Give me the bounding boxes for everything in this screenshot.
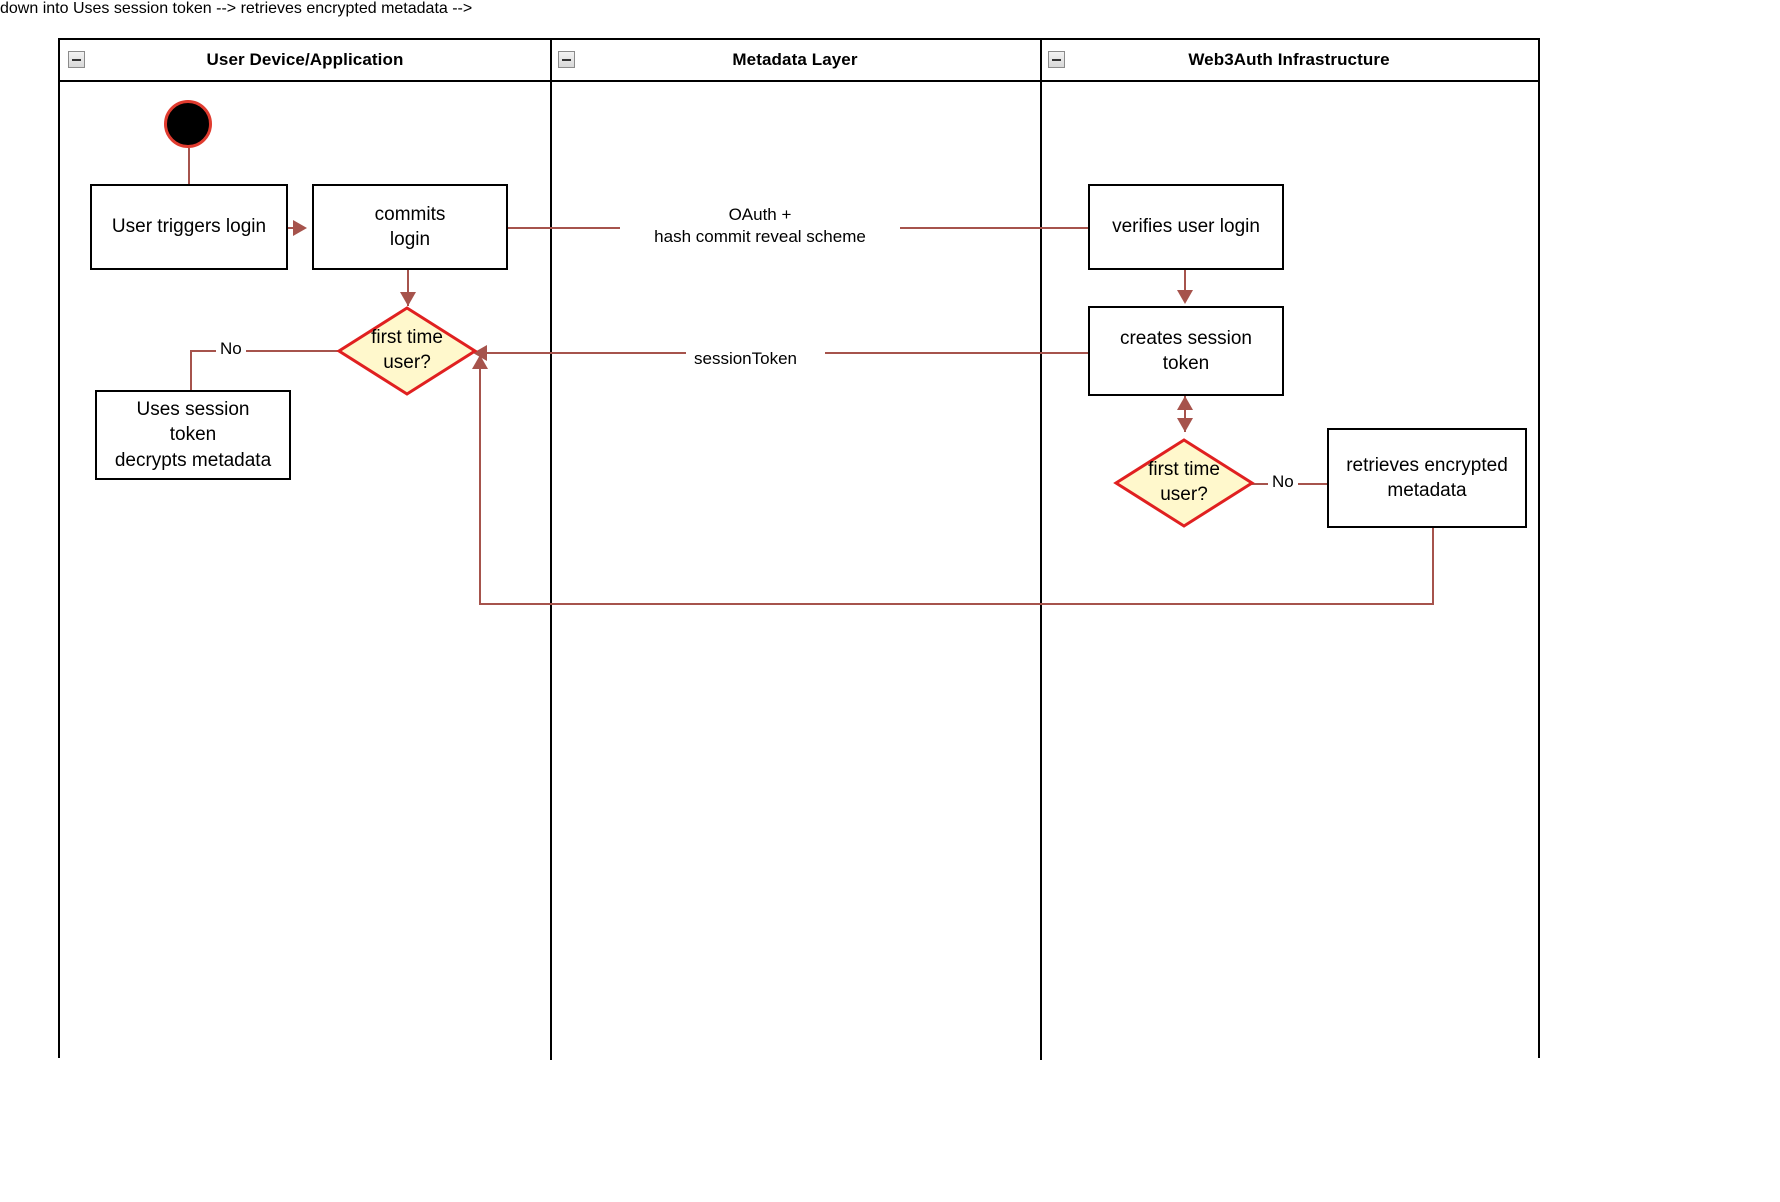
activity-label-line2: token (169, 424, 217, 446)
edge-label-no-left: No (216, 338, 246, 361)
arrowhead-down (1177, 290, 1193, 304)
lane-title-web3auth: Web3Auth Infrastructure (1188, 50, 1390, 69)
activity-label-line1: creates session (1119, 327, 1252, 349)
edge-commits-to-verify-left (508, 227, 636, 229)
activity-label-line1: commits (374, 203, 446, 225)
activity-label-line1: retrieves encrypted (1346, 454, 1508, 476)
edge-decision-no-vertical (190, 350, 192, 390)
activity-label-line1: Uses session (136, 399, 250, 421)
activity-label: verifies user login (1112, 216, 1260, 238)
edge-session-token-left (487, 352, 686, 354)
collapse-minus-icon[interactable] (558, 51, 575, 68)
activity-label-line2: login (389, 229, 431, 250)
initial-node (164, 100, 212, 148)
arrowhead-up (1177, 396, 1193, 410)
activity-label-line2: token (1162, 353, 1210, 374)
lane-divider-1 (550, 40, 552, 1060)
diamond-shape (1113, 438, 1255, 528)
lane-header-metadata-layer: Metadata Layer (550, 40, 1040, 82)
activity-uses-session-token[interactable]: Uses session token decrypts metadata (95, 390, 291, 480)
lane-title-user-device: User Device/Application (206, 50, 404, 69)
activity-commits-login[interactable]: commits login (312, 184, 508, 270)
edge-label-oauth: OAuth + hash commit reveal scheme (620, 204, 900, 249)
lane-header-web3auth: Web3Auth Infrastructure (1040, 40, 1538, 82)
arrowhead-down (400, 292, 416, 306)
lane-header-user-device: User Device/Application (60, 40, 550, 82)
activity-label: User triggers login (111, 216, 267, 238)
diamond-shape (336, 306, 478, 396)
activity-creates-session-token[interactable]: creates session token (1088, 306, 1284, 396)
oauth-label-line2: hash commit reveal scheme (654, 227, 866, 247)
edge-decision-no-horizontal (190, 350, 345, 352)
edge-create-to-decision (1184, 396, 1186, 432)
activity-label-line2: metadata (1387, 480, 1467, 501)
edge-label-no-right: No (1268, 471, 1298, 494)
arrowhead-right (293, 220, 307, 236)
decision-first-time-user-left[interactable]: first time user? (336, 306, 478, 396)
lane-title-metadata-layer: Metadata Layer (732, 50, 858, 69)
activity-label-line3: decrypts metadata (114, 449, 272, 471)
edge-start-to-trigger (188, 148, 190, 184)
arrowhead-up (472, 355, 488, 369)
collapse-minus-icon[interactable] (68, 51, 85, 68)
collapse-minus-icon[interactable] (1048, 51, 1065, 68)
edge-verify-to-create (1184, 270, 1186, 302)
arrowhead-down (1177, 418, 1193, 432)
lane-divider-2 (1040, 40, 1042, 1060)
edge-return-horizontal (479, 603, 1434, 605)
decision-first-time-user-right[interactable]: first time user? (1113, 438, 1255, 528)
edge-commits-to-decision (407, 270, 409, 306)
activity-retrieves-encrypted-metadata[interactable]: retrieves encrypted metadata (1327, 428, 1527, 528)
edge-label-session-token: sessionToken (690, 348, 802, 371)
oauth-label-line1: OAuth + (728, 205, 792, 224)
edge-session-token-right (825, 352, 1088, 354)
edge-return-vertical-left (479, 368, 481, 604)
edge-return-vertical-right (1432, 528, 1434, 604)
activity-user-triggers-login[interactable]: User triggers login (90, 184, 288, 270)
edge-commits-to-verify-right (878, 227, 1088, 229)
activity-verifies-user-login[interactable]: verifies user login (1088, 184, 1284, 270)
